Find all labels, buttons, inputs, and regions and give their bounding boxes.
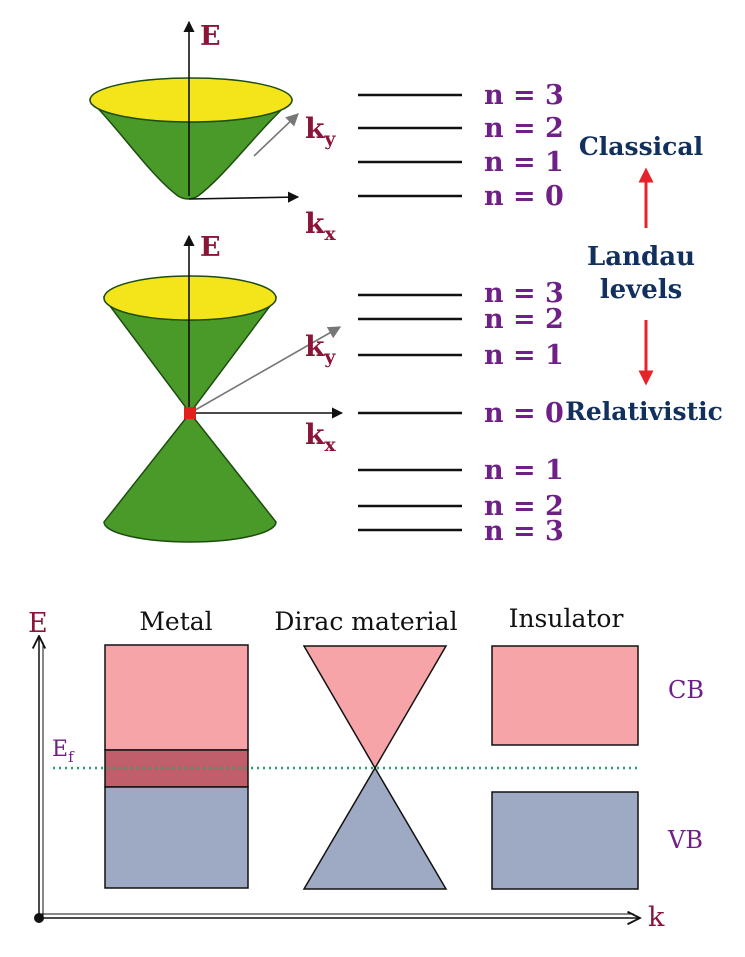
cb-label: CB (668, 676, 704, 704)
k-axis-label: k (648, 902, 665, 933)
ky-label-relativistic: ky (305, 330, 336, 368)
fermi-level-label: Ef (52, 737, 75, 766)
metal-label: Metal (139, 607, 212, 636)
energy-axis-label: E (28, 608, 48, 639)
levels-label: levels (600, 275, 683, 305)
level-label: n = 1 (484, 455, 564, 486)
e-label-relativistic: E (200, 232, 221, 263)
dirac-upper-cone (302, 645, 448, 770)
level-label: n = 0 (484, 181, 564, 212)
band-comparison: E k Metal Dirac material Insulator CB VB… (28, 604, 704, 933)
metal-overlap-band (104, 749, 249, 788)
level-label: n = 3 (484, 516, 564, 547)
landau-side-annotation: Classical Landau levels Relativistic (565, 132, 723, 426)
level-label: n = 2 (484, 113, 564, 144)
landau-label: Landau (587, 242, 695, 272)
paraboloid-top (89, 77, 293, 123)
upper-cone-top (103, 275, 277, 321)
kx-axis-classical (188, 191, 300, 203)
dirac-point (184, 407, 196, 419)
kx-label-classical: kx (305, 207, 336, 245)
metal-conduction-band (104, 644, 249, 751)
level-label: n = 3 (484, 278, 564, 309)
metal-valence-band (104, 786, 249, 889)
relativistic-landau-levels: n = 3 n = 2 n = 1 n = 0 n = 1 n = 2 n = … (358, 278, 564, 547)
dirac-lower-cone (302, 766, 448, 890)
level-label: n = 1 (484, 147, 564, 178)
level-label: n = 1 (484, 340, 564, 371)
classical-paraboloid: E ky kx (89, 20, 336, 245)
ky-axis-relativistic (189, 326, 342, 414)
vb-label: VB (667, 826, 703, 854)
insulator-valence-band (491, 791, 639, 890)
e-label-classical: E (200, 21, 221, 52)
insulator-conduction-band (491, 645, 639, 746)
kx-label-relativistic: kx (305, 418, 336, 456)
level-label: n = 2 (484, 304, 564, 335)
level-label: n = 2 (484, 491, 564, 522)
insulator-label: Insulator (509, 604, 624, 633)
level-label: n = 3 (484, 80, 564, 111)
relativistic-label: Relativistic (565, 397, 723, 426)
classical-landau-levels: n = 3 n = 2 n = 1 n = 0 (358, 80, 564, 212)
ky-label-classical: ky (305, 112, 336, 150)
lower-cone (103, 411, 277, 543)
origin-dot (34, 913, 44, 923)
dirac-material-label: Dirac material (274, 607, 457, 636)
classical-label: Classical (579, 132, 703, 161)
dirac-double-cone: E ky kx (103, 232, 344, 543)
ky-axis-classical (253, 113, 299, 157)
level-label: n = 0 (484, 398, 564, 429)
